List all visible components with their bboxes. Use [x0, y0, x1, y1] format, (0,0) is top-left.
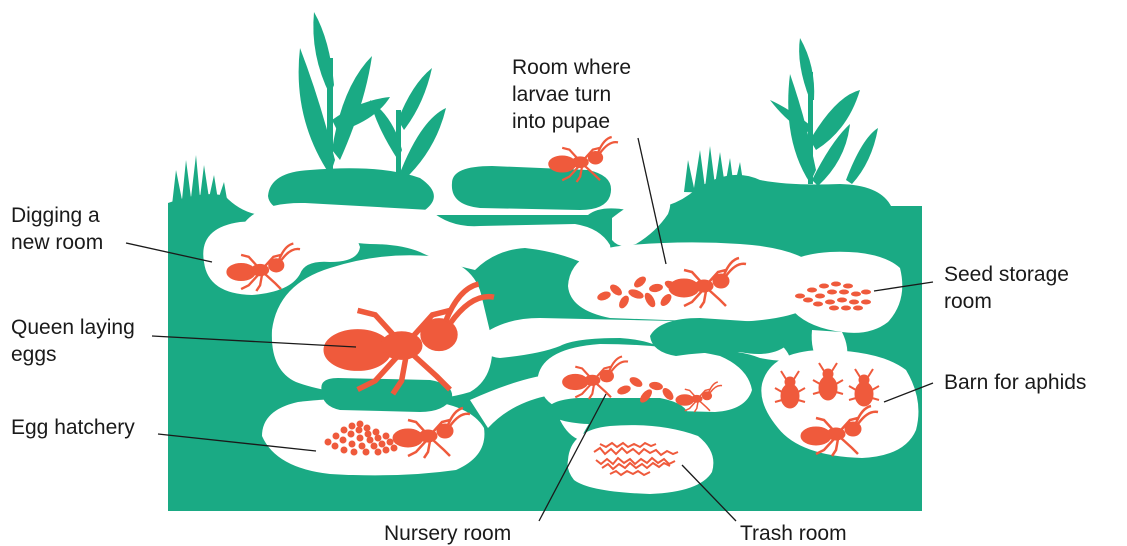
top-mound [452, 166, 611, 210]
plant-icon [299, 12, 446, 180]
label-line: eggs [11, 341, 135, 368]
label-digging-room: Digging a new room [11, 202, 103, 256]
label-hatchery: Egg hatchery [11, 414, 135, 441]
label-line: room [944, 288, 1069, 315]
grass-icon [684, 146, 745, 194]
seed-icon [795, 294, 805, 299]
label-line: Room where [512, 54, 631, 81]
label-trash: Trash room [740, 520, 847, 546]
plant-icon [770, 38, 878, 186]
label-line: into pupae [512, 108, 631, 135]
label-queen: Queen laying eggs [11, 314, 135, 368]
label-nursery: Nursery room [384, 520, 511, 546]
label-barn: Barn for aphids [944, 369, 1086, 396]
label-line: new room [11, 229, 103, 256]
label-line: Seed storage [944, 261, 1069, 288]
label-seed-room: Seed storage room [944, 261, 1069, 315]
egg-icon [325, 439, 332, 446]
label-line: larvae turn [512, 81, 631, 108]
label-pupae-room: Room where larvae turn into pupae [512, 54, 631, 135]
label-line: Digging a [11, 202, 103, 229]
label-line: Queen laying [11, 314, 135, 341]
